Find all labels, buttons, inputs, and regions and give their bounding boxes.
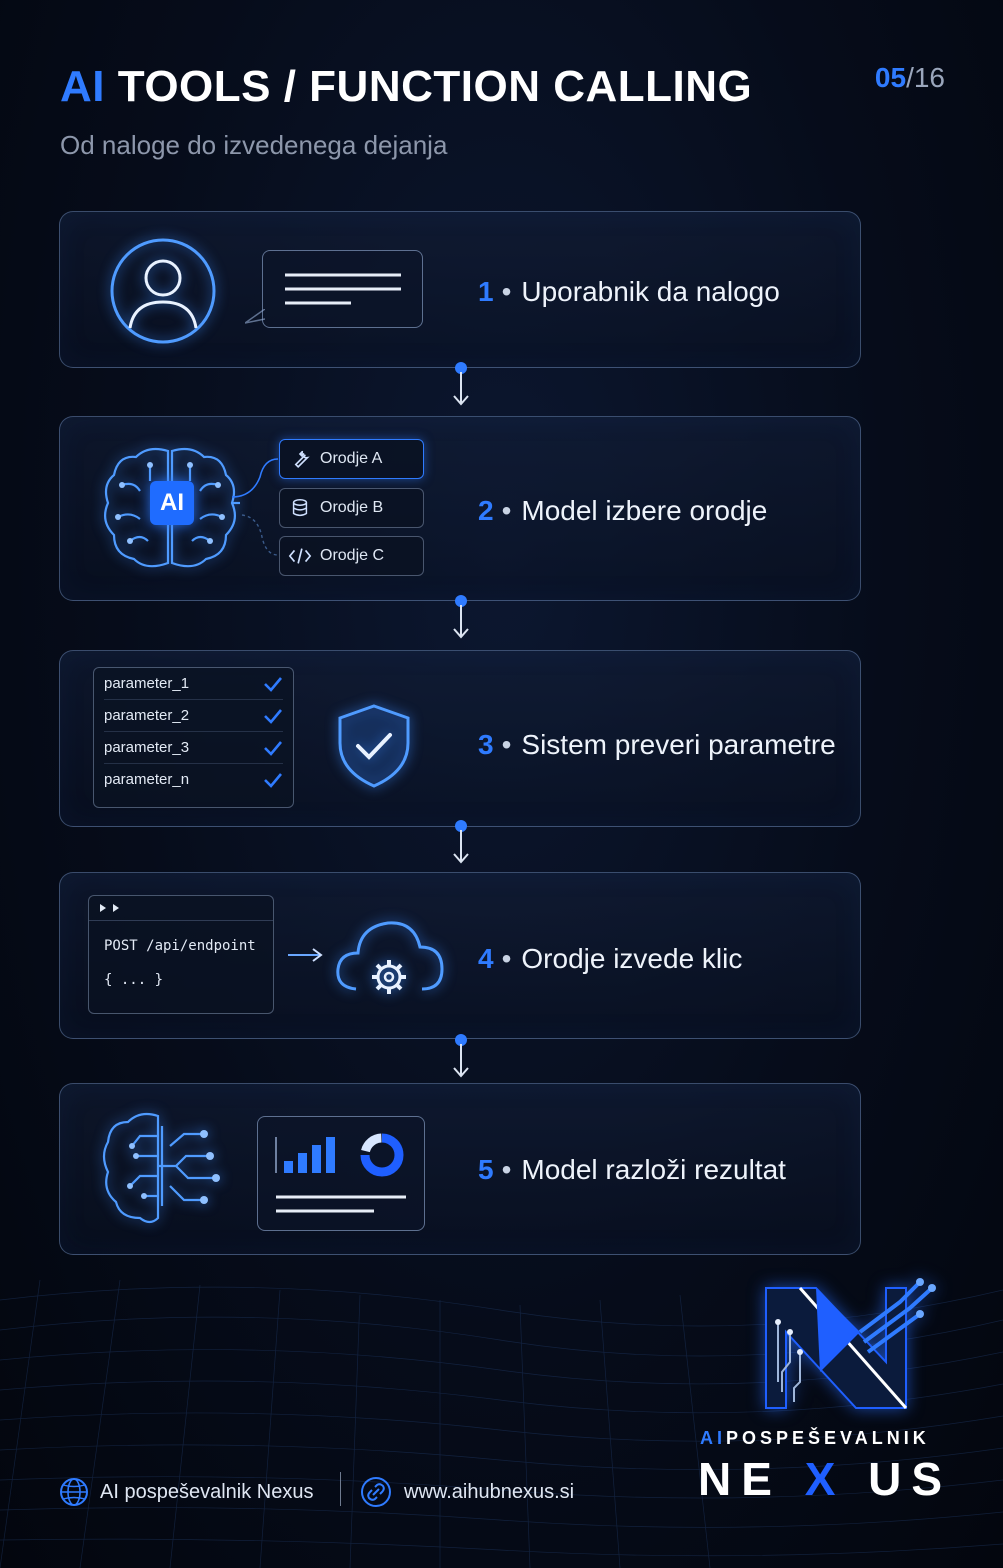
title-text: TOOLS / FUNCTION CALLING [117,62,753,111]
terminal-control-icons [100,904,119,912]
step-label-5: 5• Model razloži rezultat [478,1154,786,1186]
step-label-4: 4• Orodje izvede klic [478,943,742,975]
terminal-request-line: POST /api/endpoint [104,938,256,954]
logo-part-ne: NE [698,1453,782,1505]
step-label-1: 1• Uporabnik da nalogo [478,276,780,308]
parameter-name: parameter_1 [104,675,190,692]
parameter-row-2: parameter_2 [104,700,283,732]
step-dot: • [501,943,512,974]
parameter-name: parameter_2 [104,707,190,724]
connector-arrow-4 [453,1034,469,1078]
step-dot: • [501,276,512,307]
logo-wordmark-bottom: NE X US [698,1452,952,1506]
checkmark-icon [264,772,282,788]
ai-badge: AI [150,481,194,525]
step-card-1: 1• Uporabnik da nalogo [59,211,861,368]
arrow-right-icon [288,948,323,962]
title-accent: AI [60,62,105,111]
logo-part-x: X [804,1453,846,1505]
footer-brand: AI pospeševalnik Nexus [58,1476,313,1508]
step-label-3: 3• Sistem preveri parametre [478,729,836,761]
bar-chart-icon [275,1137,335,1173]
footer-brand-text: AI pospeševalnik Nexus [100,1480,314,1503]
checkmark-icon [264,708,282,724]
step-dot: • [501,1154,512,1185]
shield-check-icon [336,703,412,794]
terminal-window: POST /api/endpoint { ... } [88,895,274,1014]
step-text: Model razloži rezultat [521,1154,786,1185]
step-label-2: 2• Model izbere orodje [478,495,767,527]
step-number: 1 [478,276,494,307]
message-lines-icon [285,273,401,305]
parameter-row-1: parameter_1 [104,668,283,700]
connector-arrow-3 [453,820,469,864]
parameter-row-3: parameter_3 [104,732,283,764]
footer-divider [340,1472,341,1506]
step-number: 3 [478,729,494,760]
parameter-list: parameter_1 parameter_2 parameter_3 para… [93,667,294,808]
logo-wordmark-top: AIPOSPEŠEVALNIK [700,1428,930,1449]
connector-arrow-2 [453,595,469,639]
step-number: 2 [478,495,494,526]
step-text: Sistem preveri parametre [521,729,836,760]
footer-website-text[interactable]: www.aihubnexus.si [404,1480,575,1503]
connector-arrow-1 [453,362,469,406]
footer-website-link[interactable]: www.aihubnexus.si [360,1476,574,1508]
user-icon [108,236,218,351]
tool-label: Orodje C [320,547,385,564]
circuit-brain-icon [100,1106,230,1231]
brain-icon [100,441,248,578]
tool-label: Orodje B [320,499,384,516]
logo-top-text: POSPEŠEVALNIK [726,1428,930,1448]
step-text: Orodje izvede klic [521,943,743,974]
tool-label: Orodje A [320,450,383,467]
step-number: 4 [478,943,494,974]
message-bubble [245,250,423,328]
cloud-gear-icon [332,911,446,1010]
tool-option-c[interactable]: Orodje C [279,536,424,576]
step-dot: • [501,495,512,526]
parameter-name: parameter_3 [104,739,190,756]
wireframe-background [0,1279,1003,1568]
page-subtitle: Od naloge do izvedenega dejanja [60,130,448,160]
step-card-4: POST /api/endpoint { ... } 4• Orodje izve… [59,872,861,1039]
page-title: AI TOOLS / FUNCTION CALLING [60,62,752,112]
page-total: /16 [906,62,945,93]
step-card-5: 5• Model razloži rezultat [59,1083,861,1255]
nexus-logo-mark [765,1278,936,1409]
bubble-tail-icon [245,309,265,324]
checkmark-icon [264,740,282,756]
step-dot: • [501,729,512,760]
step-text: Uporabnik da nalogo [521,276,780,307]
donut-chart-icon [360,1133,404,1177]
parameter-row-4: parameter_n [104,764,283,795]
page-current: 05 [874,62,907,93]
page-counter: 05/16 [875,62,945,94]
tool-link-lines [232,458,279,556]
database-icon [280,497,320,519]
step-number: 5 [478,1154,494,1185]
logo-ai: AI [700,1428,726,1448]
terminal-body-line: { ... } [104,972,164,988]
code-icon [280,545,320,567]
wrench-icon [280,448,320,470]
tool-option-a[interactable]: Orodje A [279,439,424,479]
checkmark-icon [264,676,282,692]
parameter-name: parameter_n [104,771,190,788]
terminal-titlebar [89,896,273,921]
result-dashboard [257,1116,425,1231]
step-card-2: AI Orodje A Orodje B Orodje C 2• Model iz… [59,416,861,601]
logo-part-us: US [868,1453,953,1505]
link-icon [361,1477,391,1507]
step-text: Model izbere orodje [521,495,768,526]
tool-option-b[interactable]: Orodje B [279,488,424,528]
step-card-3: parameter_1 parameter_2 parameter_3 para… [59,650,861,827]
globe-icon [60,1478,88,1506]
summary-lines-icon [276,1195,406,1213]
